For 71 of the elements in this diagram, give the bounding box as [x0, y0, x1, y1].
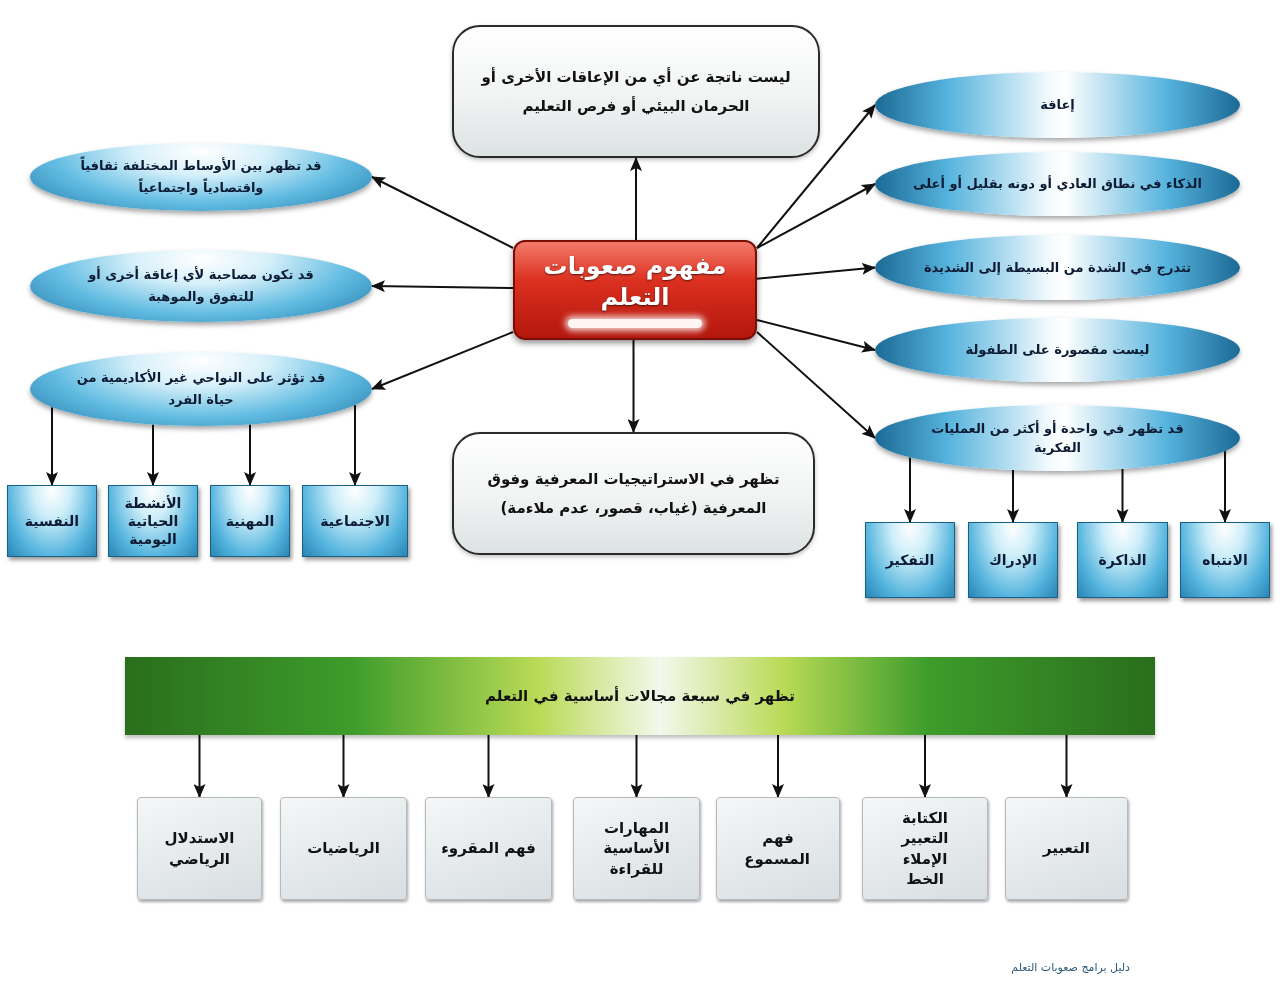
domain-label: فهم المقروء: [441, 838, 536, 859]
category-box: [7, 485, 97, 557]
arrow: [630, 734, 643, 798]
domain-label: التعبير: [1043, 838, 1090, 859]
category-label: الإدراك: [988, 550, 1038, 570]
domain-label: الاستدلال الرياضي: [163, 828, 236, 869]
arrow: [244, 423, 256, 486]
category-box: [865, 522, 955, 598]
category-label: التفكير: [885, 550, 935, 570]
domain-label: الكتابة التعبير الإملاء الخط: [900, 808, 950, 889]
footer-text: دليل برامج صعوبات التعلم: [1010, 960, 1130, 976]
arrow: [371, 176, 514, 249]
category-box: [210, 485, 290, 557]
characteristic-text: تتدرج في الشدة من البسيطة إلى الشديدة: [923, 258, 1192, 278]
arrow: [147, 423, 159, 486]
category-label: الذاكرة: [1098, 550, 1147, 570]
statement-box: [452, 432, 815, 555]
arrow: [371, 280, 514, 293]
category-box: [968, 522, 1058, 598]
arrow: [482, 734, 495, 798]
arrow: [630, 157, 642, 241]
category-box: [302, 485, 408, 557]
arrow: [349, 404, 361, 486]
heading-text: تظهر في سبعة مجالات أساسية في التعلم: [485, 685, 795, 707]
characteristic-text: قد تكون مصاحبة لأي إعاقة أخرى أو للتفوق والموهبة: [86, 265, 315, 306]
domain-box: [573, 797, 700, 900]
category-label: النفسية: [24, 511, 80, 531]
characteristic-text: قد تظهر في واحدة أو أكثر من العمليات الفكرية: [930, 419, 1185, 457]
domain-box: [1005, 797, 1128, 900]
category-label: الانتباه: [1202, 550, 1248, 570]
domain-label: الرياضيات: [307, 838, 380, 859]
title-text: مفهوم صعوبات التعلم: [542, 250, 728, 313]
arrow: [756, 319, 876, 353]
arrow: [772, 734, 784, 798]
domain-box: [425, 797, 552, 900]
category-label: الاجتماعية: [320, 511, 390, 531]
title-box: [513, 240, 757, 340]
arrow: [46, 406, 58, 486]
statement-text: تظهر في الاستراتيجيات المعرفية وفوق المعرفية (غياب، قصور، عدم ملاءمة): [486, 469, 781, 519]
arrow: [193, 734, 206, 798]
domain-label: فهم المسموع: [746, 828, 810, 869]
arrow: [756, 262, 876, 280]
domain-box: [280, 797, 407, 900]
characteristic-text: الذكاء في نطاق العادي أو دونه بقليل أو أعلى: [913, 174, 1202, 194]
arrow: [756, 331, 876, 439]
arrow: [756, 104, 876, 249]
domain-label: المهارات الأساسية للقراءة: [602, 818, 671, 879]
heading-banner: [125, 657, 1155, 735]
arrow: [627, 339, 640, 433]
domain-box: [716, 797, 840, 900]
arrow: [1060, 734, 1073, 798]
category-box: [1077, 522, 1168, 598]
arrow: [919, 734, 931, 798]
statement-text: ليست ناتجة عن أي من الإعاقات الأخرى أو الحرمان البيئي أو فرص التعليم: [481, 66, 791, 117]
arrow: [756, 183, 876, 249]
category-box: [108, 485, 198, 557]
category-label: الأنشطة الحياتية اليومية: [123, 493, 183, 549]
domain-box: [137, 797, 262, 900]
category-label: المهنية: [225, 511, 275, 531]
arrow: [337, 734, 350, 798]
characteristic-text: ليست مقصورة على الطفولة: [965, 341, 1150, 360]
characteristic-text: إعاقة: [1040, 96, 1075, 115]
statement-box: [452, 25, 820, 158]
arrow: [1219, 450, 1231, 523]
characteristic-text: قد تؤثر على النواحي غير الأكاديمية من حياة الفرد: [76, 368, 326, 409]
domain-box: [862, 797, 988, 900]
arrow: [904, 456, 916, 523]
category-box: [1180, 522, 1270, 598]
characteristic-text: قد تظهر بين الأوساط المختلفة ثقافياً واقتصادياً واجتماعياً: [79, 155, 323, 197]
arrow: [1007, 469, 1019, 523]
arrow: [371, 331, 514, 390]
